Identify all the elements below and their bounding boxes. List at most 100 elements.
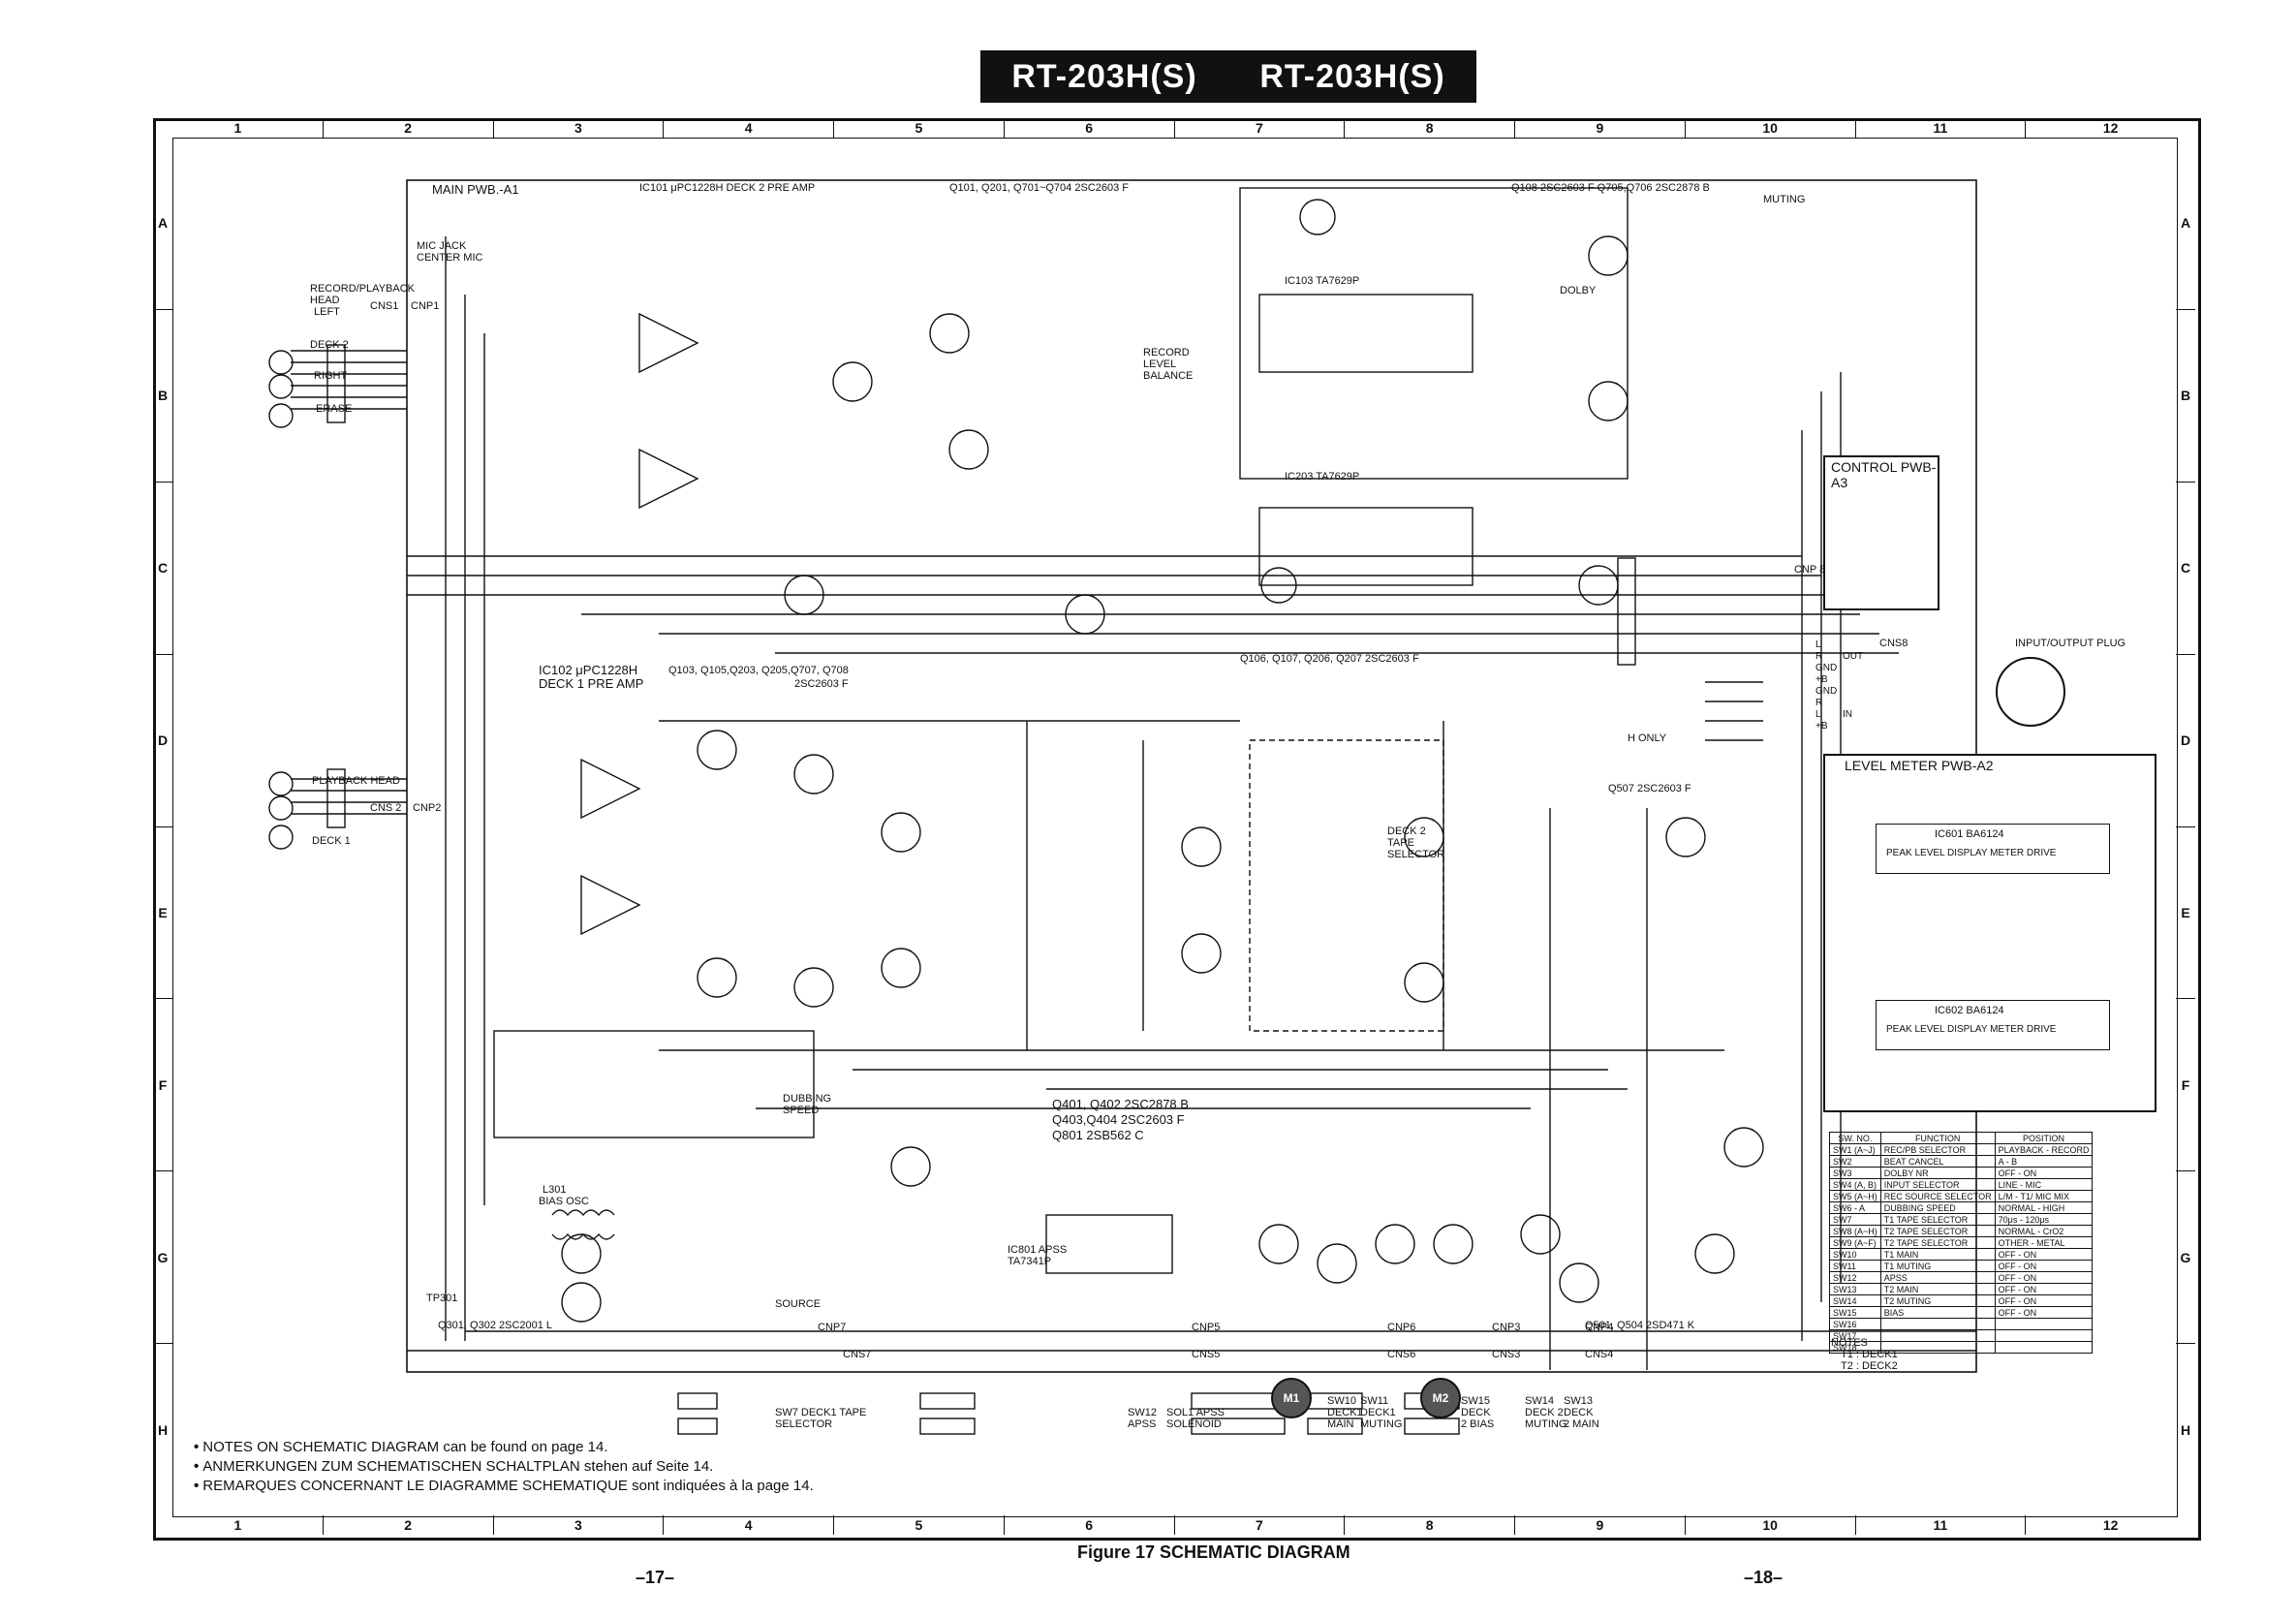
deck2-label: DECK 2 xyxy=(310,339,349,351)
switch-table: SW. NO. FUNCTION POSITION SW1 (A~J)REC/P… xyxy=(1829,1132,2094,1354)
table-cell: SW5 (A~H) xyxy=(1829,1190,1881,1202)
table-cell: OFF - ON xyxy=(1994,1294,2094,1307)
table-cell: SW10 xyxy=(1829,1248,1881,1261)
table-cell: APSS xyxy=(1879,1271,1996,1284)
cnp8-label: CNP 8 xyxy=(1794,564,1826,576)
table-cell: SW15 xyxy=(1829,1306,1881,1319)
note-item: •NOTES ON SCHEMATIC DIAGRAM can be found… xyxy=(194,1439,608,1455)
col-label: 6 xyxy=(1005,1515,1175,1535)
row-label: F xyxy=(2176,999,2195,1172)
column-ruler-top: 1 2 3 4 5 6 7 8 9 10 11 12 xyxy=(153,118,2195,138)
table-cell xyxy=(1994,1329,2094,1342)
pin-label: GND xyxy=(1815,663,1838,673)
table-notes-t2: T2 : DECK2 xyxy=(1841,1360,1898,1372)
dolby-label: DOLBY xyxy=(1560,285,1597,296)
column-ruler-bottom: 1 2 3 4 5 6 7 8 9 10 11 12 xyxy=(153,1515,2195,1535)
note-text: ANMERKUNGEN ZUM SCHEMATISCHEN SCHALTPLAN… xyxy=(202,1458,714,1475)
record-level-label: RECORD LEVEL BALANCE xyxy=(1143,347,1194,382)
table-cell xyxy=(1879,1341,1996,1354)
table-cell: SW2 xyxy=(1829,1155,1881,1168)
ic101-label: IC101 μPC1228H DECK 2 PRE AMP xyxy=(639,182,816,194)
ic103-label: IC103 TA7629P xyxy=(1285,275,1360,287)
table-cell: SW8 (A~H) xyxy=(1829,1225,1881,1237)
q103-label: Q103, Q105,Q203, Q205,Q707, Q708 xyxy=(668,665,849,676)
table-cell: OFF - ON xyxy=(1994,1260,2094,1272)
row-label: C xyxy=(2176,483,2195,655)
h-only-label: H ONLY xyxy=(1628,732,1667,744)
playback-head-label: PLAYBACK HEAD xyxy=(312,775,400,787)
mic-jack-label: MIC JACK CENTER MIC xyxy=(417,240,483,264)
right-label: RIGHT xyxy=(314,370,348,382)
col-label: 3 xyxy=(494,118,665,138)
table-cell: DUBBING SPEED xyxy=(1879,1201,1996,1214)
table-cell: SW9 (A~F) xyxy=(1829,1236,1881,1249)
model-title-left: RT-203H(S) xyxy=(1011,57,1197,95)
motor-m2-icon: M2 xyxy=(1420,1378,1461,1418)
table-cell: DOLBY NR xyxy=(1879,1167,1996,1179)
table-cell: OTHER - METAL xyxy=(1994,1236,2094,1249)
sw13-label: SW13 DECK 2 MAIN xyxy=(1564,1395,1599,1430)
row-label: A xyxy=(153,138,172,310)
table-notes-t1: T1 : DECK1 xyxy=(1841,1349,1898,1360)
table-cell: OFF - ON xyxy=(1994,1283,2094,1295)
deck1-label: DECK 1 xyxy=(312,835,351,847)
table-cell xyxy=(1994,1318,2094,1330)
input-output-plug-icon xyxy=(1996,657,2065,727)
cns6-label: CNS6 xyxy=(1387,1349,1416,1360)
table-cell: NORMAL - HIGH xyxy=(1994,1201,2094,1214)
row-label: H xyxy=(157,1421,169,1438)
col-label: 9 xyxy=(1515,118,1686,138)
bias-osc-label: BIAS OSC xyxy=(539,1196,589,1207)
source-label: SOURCE xyxy=(775,1298,822,1310)
col-label: 10 xyxy=(1686,1515,1856,1535)
col-label: 3 xyxy=(494,1515,665,1535)
switch-table-header: SW. NO. FUNCTION POSITION xyxy=(1829,1132,2094,1144)
table-row: SW16 xyxy=(1829,1318,2094,1330)
table-cell: SW1 (A~J) xyxy=(1829,1143,1881,1156)
row-label: E xyxy=(2176,827,2195,1000)
motor-m1-icon: M1 xyxy=(1271,1378,1312,1418)
table-cell: SW11 xyxy=(1829,1260,1881,1272)
header-cell: SW. NO. xyxy=(1829,1132,1881,1144)
note-item: •ANMERKUNGEN ZUM SCHEMATISCHEN SCHALTPLA… xyxy=(194,1458,714,1475)
col-label: 1 xyxy=(153,1515,324,1535)
row-label: A xyxy=(2176,138,2195,310)
table-cell: OFF - ON xyxy=(1994,1248,2094,1261)
pin-label: +B xyxy=(1815,721,1828,732)
q301-label: Q301, Q302 2SC2001 L xyxy=(438,1320,553,1331)
q501-label: Q501, Q504 2SD471 K xyxy=(1585,1320,1695,1331)
control-pwb-title: CONTROL PWB-A3 xyxy=(1831,459,1937,490)
table-cell: SW16 xyxy=(1829,1318,1881,1330)
note-text: REMARQUES CONCERNANT LE DIAGRAMME SCHEMA… xyxy=(202,1478,814,1494)
pin-label: L xyxy=(1815,639,1821,650)
ic601-block: IC601 BA6124 PEAK LEVEL DISPLAY METER DR… xyxy=(1876,824,2110,874)
table-cell xyxy=(1994,1341,2094,1354)
col-label: 12 xyxy=(2102,1517,2119,1533)
row-label: G xyxy=(2176,1171,2195,1345)
sw7-label: SW7 DECK1 TAPE SELECTOR xyxy=(775,1407,867,1430)
row-label: E xyxy=(153,827,172,1000)
schematic-notes: •NOTES ON SCHEMATIC DIAGRAM can be found… xyxy=(194,1438,814,1496)
col-label: 4 xyxy=(664,118,834,138)
sw14-label: SW14 DECK 2 MUTING xyxy=(1525,1395,1567,1430)
motor-m2-label: M2 xyxy=(1432,1391,1449,1405)
cnp8-pins: L R GND +B GND R L +B xyxy=(1815,639,1837,732)
q103-type-label: 2SC2603 F xyxy=(794,678,849,690)
pin-direction: IN xyxy=(1843,709,1852,720)
header-cell: POSITION xyxy=(1994,1132,2094,1144)
table-cell: BEAT CANCEL xyxy=(1879,1155,1996,1168)
table-cell xyxy=(1879,1318,1996,1330)
schematic-wiring xyxy=(268,179,1977,1435)
table-cell: NORMAL - CrO2 xyxy=(1994,1225,2094,1237)
cns1-label: CNS1 xyxy=(370,300,399,312)
table-cell: REC SOURCE SELECTOR xyxy=(1879,1190,1996,1202)
dubbing-speed-label: DUBBING SPEED xyxy=(783,1093,832,1116)
table-cell: OFF - ON xyxy=(1994,1306,2094,1319)
